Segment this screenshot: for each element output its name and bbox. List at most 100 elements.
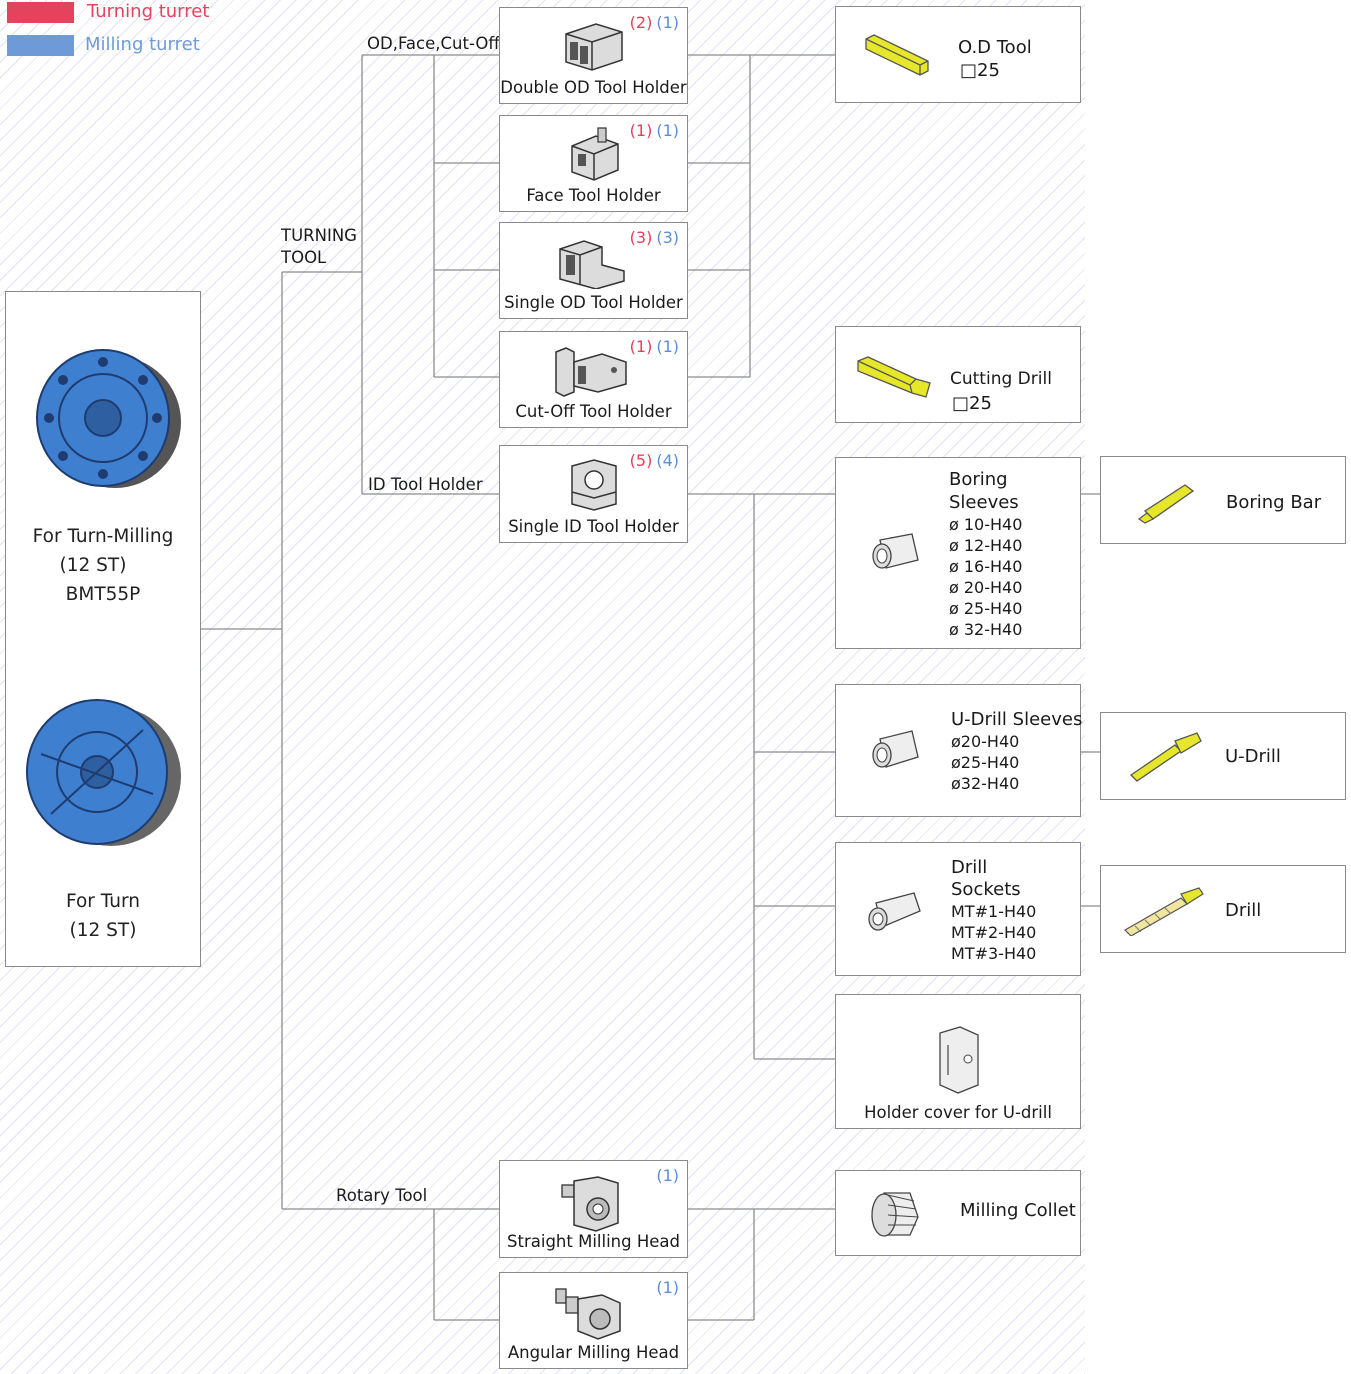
turning-count: (2) (629, 13, 653, 32)
milling-count: (1) (656, 13, 679, 32)
drill-sockets-box: Drill Sockets MT#1-H40 MT#2-H40 MT#3-H40 (835, 842, 1081, 976)
turning-count: (1) (629, 121, 653, 140)
face-holder-icon (571, 127, 619, 181)
straight-milling-counts: (1) (652, 1166, 679, 1185)
udrill-sleeves-box: U-Drill Sleeves ø20-H40 ø25-H40 ø32-H40 (835, 684, 1083, 817)
milling-count: (1) (656, 1278, 679, 1297)
drill-sockets-specs: MT#1-H40 MT#2-H40 MT#3-H40 (951, 901, 1036, 964)
angular-milling-head-label: Angular Milling Head (507, 1343, 680, 1362)
od-tool-title: O.D Tool (958, 37, 1032, 58)
angular-milling-head-box: (1) Angular Milling Head (499, 1272, 688, 1369)
turning-tool-label-1: TURNING (281, 226, 357, 245)
cutoff-holder-box: (1)(1) Cut-Off Tool Holder (499, 331, 688, 428)
boring-bar-icon (1137, 484, 1195, 524)
boring-sleeve-spec: ø 20-H40 (949, 578, 1023, 597)
double-od-holder-box: (2)(1) Double OD Tool Holder (499, 7, 688, 104)
udrill-sleeves-title: U-Drill Sleeves (951, 709, 1083, 730)
boring-bar-label: Boring Bar (1226, 492, 1322, 513)
turning-count: (1) (629, 337, 653, 356)
turn-line1: For Turn (65, 891, 140, 912)
turret-box: For Turn-Milling (12 ST) BMT55P For Turn… (5, 291, 201, 967)
u-drill-icon (1129, 732, 1202, 782)
boring-sleeve-spec: ø 16-H40 (949, 557, 1023, 576)
single-id-holder-label: Single ID Tool Holder (508, 517, 679, 536)
boring-bar-box: Boring Bar (1100, 456, 1346, 544)
face-counts: (1)(1) (630, 121, 679, 140)
single-od-counts: (3)(3) (630, 228, 679, 247)
milling-collet-icon (871, 1192, 919, 1237)
drill-label: Drill (1225, 900, 1262, 921)
boring-sleeves-title-1: Boring (949, 469, 1008, 490)
milling-count: (1) (656, 121, 679, 140)
single-id-counts: (5)(4) (630, 451, 679, 470)
single-id-holder-icon (571, 459, 617, 511)
boring-sleeves-specs: ø 10-H40 ø 12-H40 ø 16-H40 ø 20-H40 ø 25… (949, 514, 1022, 640)
milling-collet-box: Milling Collet (835, 1170, 1081, 1256)
drill-sockets-title-1: Drill (951, 857, 988, 878)
turn-milling-line3: BMT55P (65, 584, 141, 605)
u-drill-label: U-Drill (1225, 746, 1281, 767)
boring-sleeve-spec: ø 25-H40 (949, 599, 1023, 618)
boring-sleeve-spec: ø 12-H40 (949, 536, 1023, 555)
udrill-sleeve-spec: ø32-H40 (951, 774, 1020, 793)
straight-milling-head-icon (561, 1176, 619, 1232)
milling-legend-label: Milling turret (85, 34, 200, 55)
turning-tool-label-2: TOOL (281, 248, 327, 267)
u-drill-box: U-Drill (1100, 712, 1346, 800)
milling-count: (3) (656, 228, 679, 247)
cutoff-holder-icon (555, 347, 627, 397)
drill-box: Drill (1100, 865, 1346, 953)
drill-socket-spec: MT#3-H40 (951, 944, 1037, 963)
od-tool-box: O.D Tool □25 (835, 6, 1081, 103)
turning-count: (3) (629, 228, 653, 247)
milling-count: (1) (656, 337, 679, 356)
udrill-sleeve-spec: ø25-H40 (951, 753, 1020, 772)
turn-milling-line1: For Turn-Milling (32, 526, 174, 547)
drill-socket-icon (868, 892, 921, 931)
cutting-drill-box: Cutting Drill □25 (835, 326, 1081, 423)
straight-milling-head-box: (1) Straight Milling Head (499, 1160, 688, 1258)
straight-milling-head-label: Straight Milling Head (507, 1232, 680, 1251)
turn-turret-icon (26, 699, 181, 846)
angular-milling-head-icon (555, 1288, 621, 1340)
boring-sleeve-spec: ø 10-H40 (949, 515, 1023, 534)
single-od-holder-label: Single OD Tool Holder (504, 293, 683, 312)
rotary-tool-label: Rotary Tool (336, 1186, 428, 1205)
milling-count: (4) (656, 451, 679, 470)
double-od-holder-label: Double OD Tool Holder (500, 78, 687, 97)
boring-sleeve-spec: ø 32-H40 (949, 620, 1023, 639)
drill-sockets-title-2: Sockets (951, 879, 1021, 900)
turning-count: (5) (629, 451, 653, 470)
double-od-holder-icon (565, 23, 623, 71)
cutoff-counts: (1)(1) (630, 337, 679, 356)
drill-socket-spec: MT#2-H40 (951, 923, 1037, 942)
od-tool-icon (865, 34, 929, 76)
double-od-counts: (2)(1) (630, 13, 679, 32)
face-holder-label: Face Tool Holder (526, 186, 661, 205)
holder-cover-label: Holder cover for U-drill (864, 1103, 1052, 1122)
milling-collet-label: Milling Collet (960, 1200, 1076, 1221)
face-holder-box: (1)(1) Face Tool Holder (499, 115, 688, 212)
turn-milling-turret-icon (36, 349, 181, 488)
cutoff-holder-label: Cut-Off Tool Holder (515, 402, 672, 421)
turn-milling-line2: (12 ST) (59, 555, 127, 576)
holder-cover-icon (939, 1026, 979, 1094)
angular-milling-counts: (1) (652, 1278, 679, 1297)
od-face-cutoff-label: OD,Face,Cut-Off (367, 34, 500, 53)
boring-sleeves-title-2: Sleeves (949, 492, 1019, 513)
turn-line2: (12 ST) (69, 920, 137, 941)
udrill-sleeve-spec: ø20-H40 (951, 732, 1020, 751)
cutting-drill-size: □25 (952, 393, 992, 414)
single-id-holder-box: (5)(4) Single ID Tool Holder (499, 445, 688, 543)
single-od-holder-box: (3)(3) Single OD Tool Holder (499, 222, 688, 319)
cutting-drill-icon (857, 356, 931, 398)
milling-count: (1) (656, 1166, 679, 1185)
boring-sleeve-icon (872, 533, 919, 569)
holder-cover-box: Holder cover for U-drill (835, 994, 1081, 1129)
id-tool-holder-label: ID Tool Holder (368, 475, 483, 494)
cutting-drill-title: Cutting Drill (950, 369, 1052, 389)
drill-icon (1124, 887, 1204, 936)
milling-legend-swatch (7, 35, 74, 56)
udrill-sleeves-specs: ø20-H40 ø25-H40 ø32-H40 (951, 731, 1019, 794)
